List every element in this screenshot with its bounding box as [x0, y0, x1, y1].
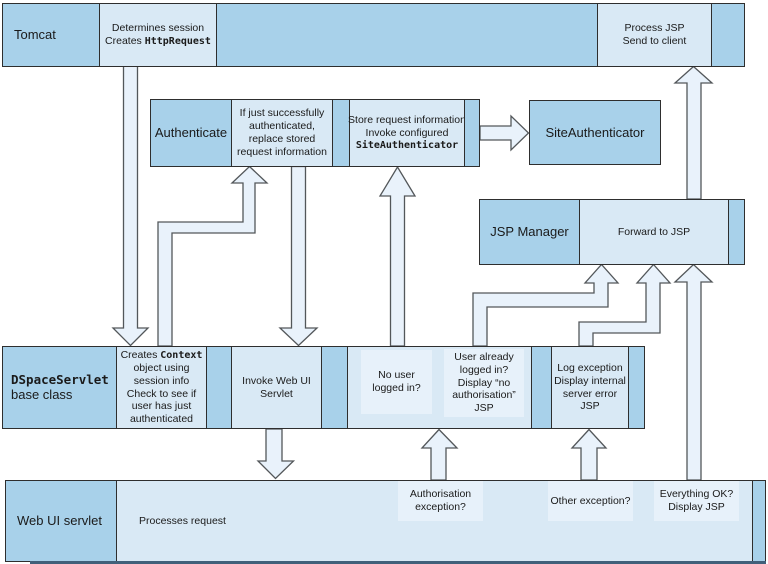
- arrow-invoke-to-webui: [256, 428, 296, 480]
- arrow-authexception-to-useralready: [420, 428, 459, 481]
- invoke-webui-box: Invoke Web UI Servlet: [231, 347, 321, 428]
- tomcat-label-text: Tomcat: [14, 27, 56, 43]
- tomcat-label: Tomcat: [3, 4, 99, 66]
- dspace-spacer-1: [206, 347, 231, 428]
- jsp-manager-label: JSP Manager: [480, 200, 579, 264]
- arrow-logexception-to-jspmanager: [578, 263, 672, 347]
- dspace-servlet-lane: DSpaceServlet base class Creates Context…: [2, 346, 645, 429]
- tomcat-spacer-right: [711, 4, 744, 66]
- authorisation-exception-panel: Authorisation exception?: [398, 481, 483, 521]
- process-jsp-box: Process JSP Send to client: [597, 4, 711, 66]
- jsp-manager-lane: JSP Manager Forward to JSP: [479, 199, 745, 265]
- web-ui-servlet-lane: Web UI servlet Processes request Authori…: [5, 480, 766, 562]
- everything-ok-panel: Everything OK? Display JSP: [654, 481, 739, 521]
- jsp-manager-spacer: [728, 200, 744, 264]
- context-code: Context: [160, 349, 203, 361]
- arrow-authenticate-to-invoke: [278, 165, 319, 347]
- site-authenticator-box: SiteAuthenticator: [529, 100, 661, 165]
- determines-session-line1: Determines session: [111, 22, 205, 34]
- store-request-line2: Invoke configured: [365, 126, 449, 139]
- store-request-line1: Store request information: [348, 114, 466, 127]
- arrow-store-to-siteauthenticator: [479, 114, 530, 152]
- dspace-spacer-4: [628, 347, 644, 428]
- no-user-logged-in-panel: No user logged in?: [361, 350, 432, 414]
- httprequest-code: HttpRequest: [144, 35, 211, 47]
- forward-to-jsp-box: Forward to JSP: [579, 200, 728, 264]
- log-exception-box: Log exception Display internal server er…: [551, 347, 628, 428]
- siteauthenticator-code: SiteAuthenticator: [355, 139, 459, 151]
- arrow-useralready-to-jspmanager: [472, 263, 620, 347]
- processes-request-label: Processes request: [139, 515, 226, 527]
- other-exception-panel: Other exception?: [548, 481, 633, 521]
- login-checks-box: No user logged in? User already logged i…: [347, 347, 531, 428]
- creates-context-line1: Creates Context: [120, 348, 203, 361]
- arrow-otherexception-to-logexception: [570, 428, 608, 481]
- web-ui-spacer: [752, 481, 765, 561]
- tomcat-spacer: [216, 4, 597, 66]
- dspace-spacer-2: [321, 347, 347, 428]
- authenticate-label: Authenticate: [151, 100, 231, 166]
- creates-context-rest: object using session info Check to see i…: [126, 362, 197, 426]
- dspace-servlet-code: DSpaceServlet: [11, 371, 109, 387]
- authenticate-spacer-2: [464, 100, 479, 166]
- dspace-spacer-3: [531, 347, 551, 428]
- cut-off-next-lane: [30, 561, 766, 564]
- arrow-context-to-authenticate: [157, 165, 269, 347]
- creates-context-box: Creates Context object using session inf…: [116, 347, 206, 428]
- site-authenticator-label: SiteAuthenticator: [530, 101, 660, 164]
- tomcat-lane: Tomcat Determines session Creates HttpRe…: [2, 3, 745, 67]
- dspace-servlet-rest: base class: [11, 387, 73, 403]
- tomcat-determines-session-box: Determines session Creates HttpRequest: [99, 4, 216, 66]
- processes-request-box: Processes request Authorisation exceptio…: [116, 481, 752, 561]
- authenticate-spacer-1: [332, 100, 349, 166]
- arrow-jspmanager-to-tomcat: [673, 65, 714, 200]
- if-just-authenticated-box: If just successfully authenticated, repl…: [231, 100, 332, 166]
- authenticate-lane: Authenticate If just successfully authen…: [150, 99, 480, 167]
- arrow-nouser-to-store: [378, 165, 417, 347]
- store-request-box: Store request information Invoke configu…: [348, 100, 466, 166]
- dspace-servlet-label: DSpaceServlet base class: [3, 347, 116, 428]
- arrow-everythingok-to-jspmanager: [673, 263, 714, 481]
- user-already-logged-in-panel: User already logged in? Display “no auth…: [444, 349, 524, 417]
- web-ui-servlet-label: Web UI servlet: [6, 481, 116, 561]
- arrow-tomcat-to-context: [111, 65, 150, 347]
- determines-session-line2: Creates HttpRequest: [105, 34, 211, 47]
